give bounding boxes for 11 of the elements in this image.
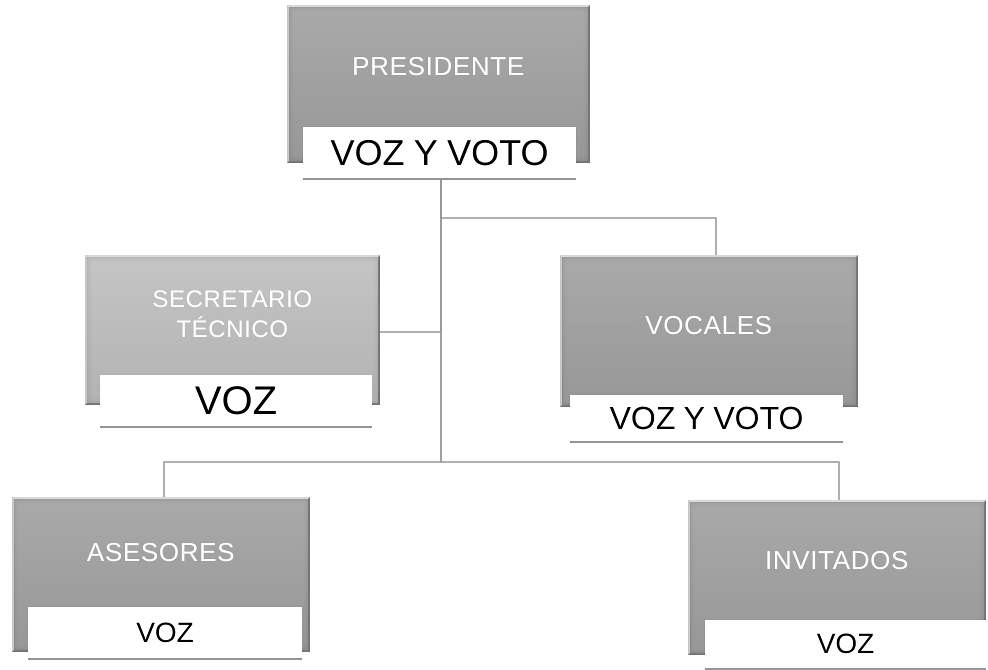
role-title: INVITADOS	[764, 544, 910, 576]
role-title: PRESIDENTE	[352, 50, 525, 82]
voting-right-label: VOZ	[705, 620, 986, 670]
role-title: VOCALES	[645, 308, 773, 342]
voting-right-label: VOZ	[28, 607, 302, 660]
voting-right-label: VOZ Y VOTO	[570, 395, 843, 443]
voting-right-label: VOZ Y VOTO	[303, 127, 576, 180]
voting-right-label: VOZ	[100, 375, 372, 428]
role-title: ASESORES	[86, 536, 236, 568]
role-title: SECRETARIO TÉCNICO	[151, 285, 314, 345]
connector-line	[440, 180, 840, 500]
